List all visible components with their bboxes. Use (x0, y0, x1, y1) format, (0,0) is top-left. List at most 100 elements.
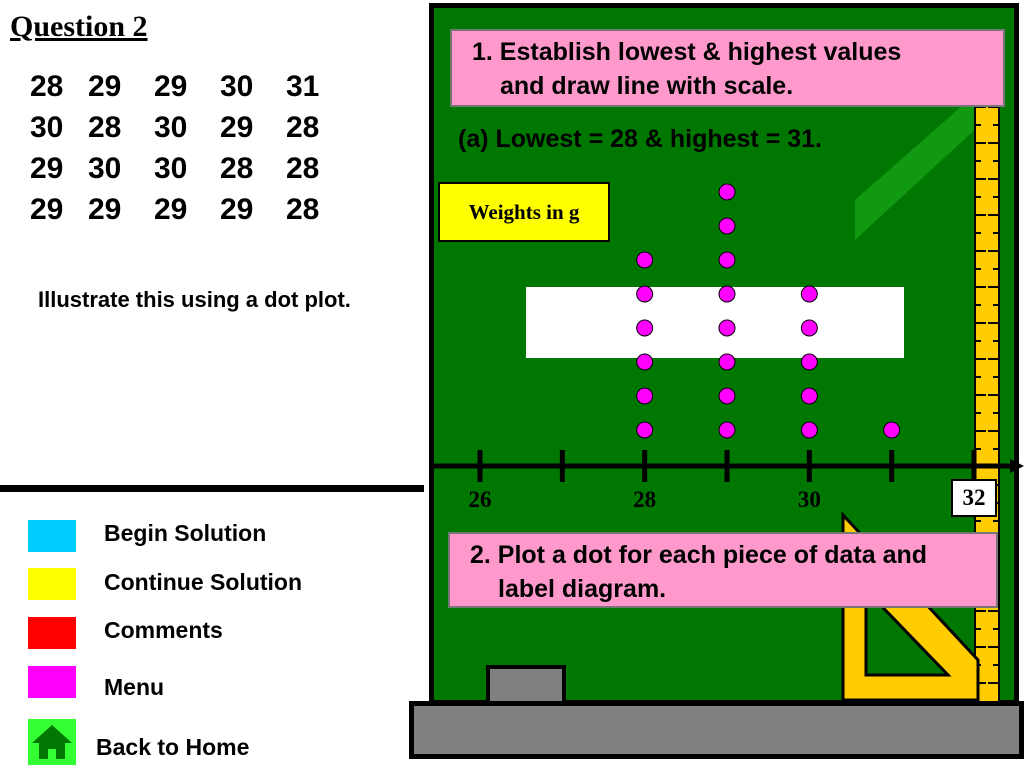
dataset-value: 29 (88, 193, 122, 226)
ruler-tick (974, 124, 981, 126)
data-dot (718, 387, 736, 405)
ruler-tick (974, 520, 981, 522)
dataset-value: 29 (220, 193, 254, 226)
dataset-value: 29 (154, 70, 188, 103)
x-tick-label: 30 (798, 487, 821, 512)
data-dot (800, 353, 818, 371)
ruler-tick (974, 142, 986, 144)
dataset-value: 28 (286, 111, 320, 144)
step1-note: 1. Establish lowest & highest values and… (450, 29, 1005, 107)
ruler-tick (988, 322, 1000, 324)
ruler-tick (974, 214, 986, 216)
ruler-tick (974, 448, 981, 450)
ruler-tick (993, 664, 1000, 666)
x-axis-arrow (1010, 459, 1024, 473)
ruler-tick (993, 520, 1000, 522)
menu-item-menu[interactable]: Menu (104, 674, 165, 700)
data-dot (800, 387, 818, 405)
data-dot (636, 319, 654, 337)
ruler-tick (988, 178, 1000, 180)
ruler-tick (974, 160, 981, 162)
dataset-value: 29 (30, 193, 64, 226)
x-tick-label: 28 (633, 487, 656, 512)
ruler-tick (974, 106, 986, 108)
dataset-value: 30 (30, 111, 64, 144)
ruler-tick (974, 394, 986, 396)
menu-item-begin-solution[interactable]: Begin Solution (104, 520, 267, 546)
tick-label-32-box: 32 (951, 479, 997, 517)
home-icon (32, 725, 72, 759)
axis-label: Weights in g (438, 182, 610, 242)
ruler-tick (993, 304, 1000, 306)
ruler-tick (988, 142, 1000, 144)
ruler-tick (974, 340, 981, 342)
menu-swatch-3[interactable] (28, 666, 76, 698)
data-dot (636, 353, 654, 371)
ruler-tick (993, 196, 1000, 198)
dataset-value: 28 (220, 152, 254, 185)
ruler-tick (974, 304, 981, 306)
x-tick-label: 26 (469, 487, 492, 512)
menu-item-back-to-home[interactable]: Back to Home (96, 734, 250, 760)
ruler-tick (993, 232, 1000, 234)
data-dot (636, 285, 654, 303)
step2-note: 2. Plot a dot for each piece of data and… (448, 532, 998, 608)
dataset-value: 28 (88, 111, 122, 144)
ruler-tick (974, 286, 986, 288)
menu-item-continue-solution[interactable]: Continue Solution (104, 569, 303, 595)
ruler-tick (993, 448, 1000, 450)
data-dot (800, 319, 818, 337)
ruler-tick (974, 628, 981, 630)
page-title: Question 2 (10, 10, 148, 43)
ruler-tick (974, 610, 986, 612)
ruler-tick (988, 250, 1000, 252)
ruler-tick (974, 250, 986, 252)
lowest-highest-text: (a) Lowest = 28 & highest = 31. (458, 125, 823, 153)
ruler-tick (988, 430, 1000, 432)
data-dot (718, 319, 736, 337)
data-dot (718, 183, 736, 201)
data-dot (718, 251, 736, 269)
ruler-tick (993, 268, 1000, 270)
board-glare (855, 90, 980, 240)
ruler-tick (993, 412, 1000, 414)
ruler-tick (993, 124, 1000, 126)
menu-swatch-4[interactable] (28, 719, 76, 765)
data-dot (636, 387, 654, 405)
menu-swatch-0[interactable] (28, 520, 76, 552)
ruler-tick (988, 214, 1000, 216)
ruler-tick (993, 628, 1000, 630)
ruler-tick (988, 358, 1000, 360)
dataset-value: 30 (154, 111, 188, 144)
ruler-tick (974, 358, 986, 360)
ruler-tick (974, 196, 981, 198)
data-dot (800, 421, 818, 439)
dataset-value: 30 (220, 70, 254, 103)
step1-line2: and draw line with scale. (500, 72, 794, 100)
instruction-text: Illustrate this using a dot plot. (38, 287, 351, 312)
data-dot (883, 421, 901, 439)
dataset-value: 29 (154, 193, 188, 226)
dataset-value: 29 (30, 152, 64, 185)
ruler-tick (974, 646, 986, 648)
menu-item-comments[interactable]: Comments (104, 617, 223, 643)
data-dot (718, 285, 736, 303)
ruler-tick (974, 412, 981, 414)
ruler-tick (974, 682, 986, 684)
highlight-strip (526, 287, 904, 358)
menu-swatch-1[interactable] (28, 568, 76, 600)
menu-swatch-2[interactable] (28, 617, 76, 649)
dataset-value: 28 (286, 193, 320, 226)
ruler-tick (988, 394, 1000, 396)
ruler-tick (974, 268, 981, 270)
ruler-tick (988, 610, 1000, 612)
data-dot (636, 251, 654, 269)
step1-line1: 1. Establish lowest & highest values (472, 38, 902, 66)
ruler-tick (974, 232, 981, 234)
ruler-tick (988, 106, 1000, 108)
dataset-value: 28 (286, 152, 320, 185)
dataset-value: 31 (286, 70, 320, 103)
